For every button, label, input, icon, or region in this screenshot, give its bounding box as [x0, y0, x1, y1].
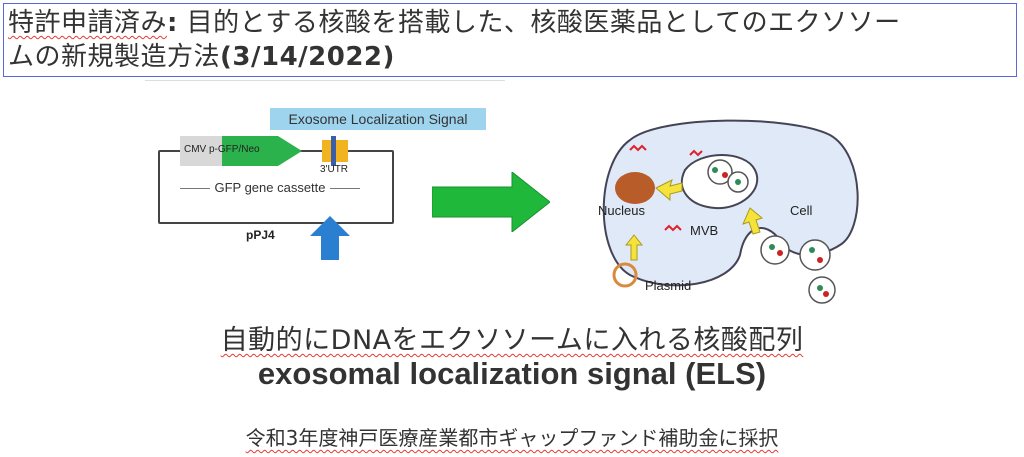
insert-arrow-icon — [310, 216, 350, 260]
title-date: (3/14/2022) — [220, 42, 395, 72]
arrow-mvb-to-membrane-icon — [742, 207, 764, 235]
plasmid-label: Plasmid — [645, 278, 691, 293]
arrow-plasmid-to-nucleus-icon — [624, 234, 644, 261]
title-line2: ムの新規製造方法 — [8, 42, 221, 72]
en-caption: exosomal localization signal (ELS) — [257, 356, 767, 391]
mvb-label: MVB — [690, 223, 718, 238]
gene-cassette: GFP gene cassette — [180, 180, 360, 195]
cassette-bracket-left — [180, 188, 210, 189]
plasmid-name: pPJ4 — [246, 228, 275, 242]
cmv-label: CMV p-GFP/Neo — [184, 144, 260, 155]
jp-caption-text: 自動的にDNAをエクソソームに入れる核酸配列 — [220, 325, 804, 356]
title-box: 特許申請済み: 目的とする核酸を搭載した、核酸医薬品としてのエクソソームの新規製… — [3, 3, 1017, 77]
cell-label: Cell — [790, 203, 813, 218]
title-colon: : — [167, 8, 178, 38]
slide-title: 特許申請済み: 目的とする核酸を搭載した、核酸医薬品としてのエクソソームの新規製… — [8, 6, 1008, 74]
transition-arrow-icon — [432, 172, 550, 232]
rna-squiggle-1 — [629, 144, 647, 152]
patent-status-label: 特許申請済み — [8, 8, 168, 38]
grant-text: 令和3年度神戸医療産業都市ギャップファンド補助金に採択 — [245, 426, 779, 450]
els-label: Exosome Localization Signal — [270, 108, 486, 130]
cmv-promoter-block — [180, 136, 222, 166]
plasmid-circle — [612, 262, 638, 288]
arrow-nucleus-to-mvb-icon — [655, 179, 683, 202]
exosome-cluster-released — [760, 235, 836, 304]
divider — [145, 80, 505, 81]
cassette-label: GFP gene cassette — [214, 180, 326, 195]
rna-squiggle-3 — [689, 149, 703, 157]
nucleus-shape — [615, 172, 655, 204]
rna-squiggle-2 — [664, 224, 682, 232]
els-insert-bar — [331, 136, 336, 166]
title-line1: 目的とする核酸を搭載した、核酸医薬品としてのエクソソー — [177, 8, 901, 38]
exosome-cluster-mvb — [707, 159, 749, 193]
utr-label: 3'UTR — [320, 164, 349, 175]
cassette-bracket-right — [330, 188, 360, 189]
jp-caption: 自動的にDNAをエクソソームに入れる核酸配列 — [0, 318, 1024, 357]
cell-diagram: Nucleus MVB Cell Plasmid — [598, 119, 859, 304]
plasmid-construct-diagram: Exosome Localization Signal CMV p-GFP/Ne… — [150, 100, 500, 260]
nucleus-label: Nucleus — [598, 203, 645, 218]
grant-caption: 令和3年度神戸医療産業都市ギャップファンド補助金に採択 — [0, 422, 1024, 451]
